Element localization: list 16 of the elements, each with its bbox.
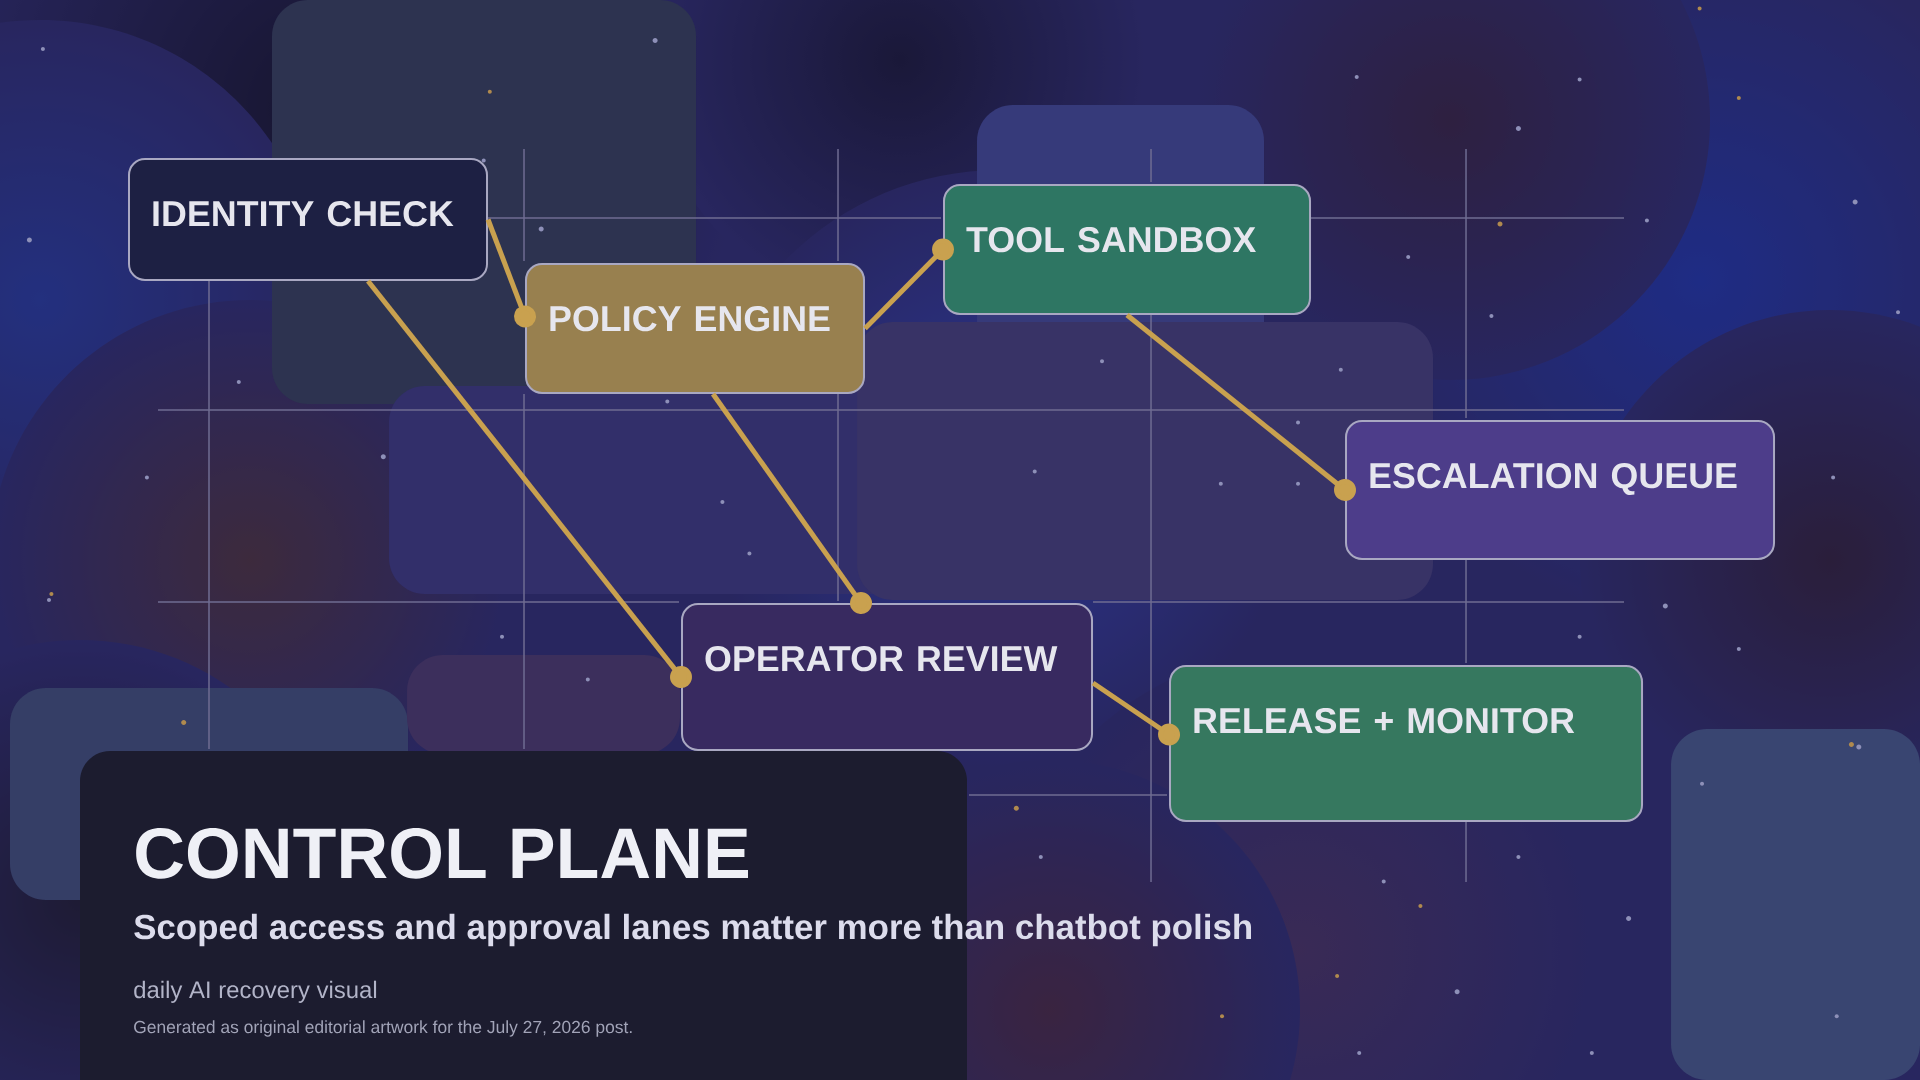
connector — [863, 238, 954, 331]
process-box: OPERATOR REVIEW — [681, 603, 1093, 751]
process-box: RELEASE + MONITOR — [1169, 665, 1643, 822]
connector — [1125, 313, 1356, 501]
process-box: POLICY ENGINE — [525, 263, 865, 394]
footnote: Generated as original editorial artwork for the July 27, 2026 post. — [134, 1020, 632, 1037]
process-box: ESCALATION QUEUE — [1345, 420, 1776, 560]
process-box: IDENTITY CHECK — [128, 158, 488, 281]
process-box: TOOL SANDBOX — [943, 184, 1311, 315]
subtitle: Scoped access and approval lanes matter more than chatbot polish — [134, 913, 1251, 947]
connector — [485, 218, 536, 328]
connector — [710, 392, 872, 614]
byline: daily AI recovery visual — [134, 980, 377, 1003]
title: CONTROL PLANE — [136, 827, 748, 879]
connector — [366, 279, 692, 688]
connector — [1091, 680, 1180, 746]
